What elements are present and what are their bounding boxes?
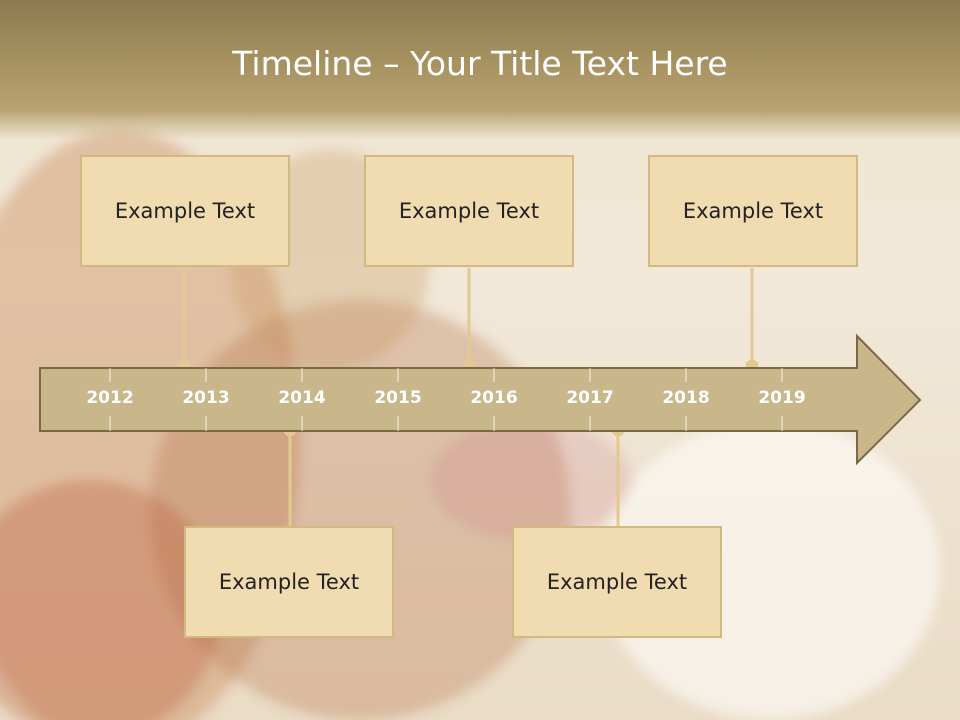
slide-title: Timeline – Your Title Text Here [232, 44, 728, 83]
event-box-bottom: Example Text [512, 526, 722, 638]
year-label: 2015 [374, 388, 421, 408]
event-box-bottom: Example Text [184, 526, 394, 638]
event-box-top: Example Text [648, 155, 858, 267]
background-jar-shape [0, 480, 220, 720]
event-box-top: Example Text [80, 155, 290, 267]
year-label: 2017 [566, 388, 613, 408]
timeline-arrow [39, 333, 922, 466]
year-label: 2018 [662, 388, 709, 408]
year-label: 2013 [182, 388, 229, 408]
year-label: 2019 [758, 388, 805, 408]
header-band [0, 0, 960, 140]
year-label: 2016 [470, 388, 517, 408]
background-flower-shape [430, 420, 630, 540]
year-ticks [109, 368, 783, 431]
year-label: 2012 [86, 388, 133, 408]
event-box-top: Example Text [364, 155, 574, 267]
year-label: 2014 [278, 388, 325, 408]
